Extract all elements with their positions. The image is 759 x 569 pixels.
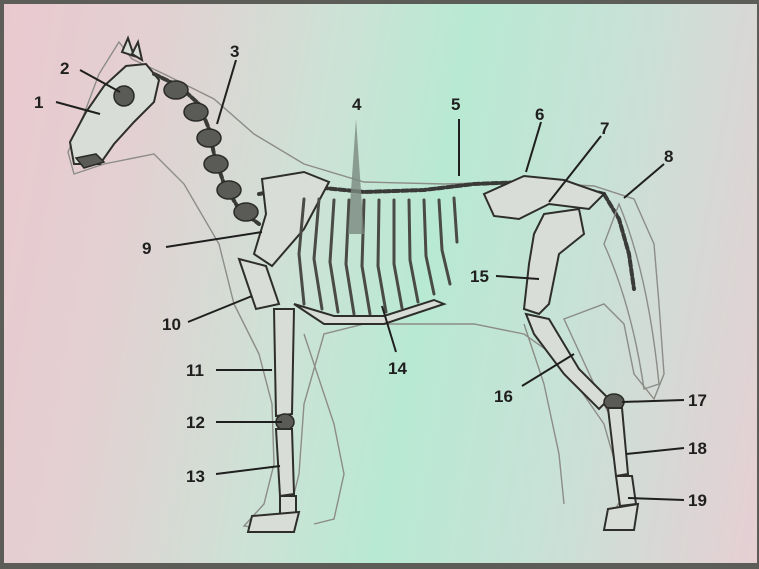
horse-skeleton-diagram: 1 2 3 4 5 6 7 8 9 10 11 12 13 14 15 16 1… (4, 4, 759, 569)
cervical-vertebrae (154, 74, 259, 224)
label-2: 2 (60, 59, 69, 78)
label-15: 15 (470, 267, 489, 286)
label-3: 3 (230, 42, 239, 61)
skull (70, 38, 159, 168)
label-10: 10 (162, 315, 181, 334)
label-14: 14 (388, 359, 407, 378)
label-13: 13 (186, 467, 205, 486)
label-16: 16 (494, 387, 513, 406)
label-12: 12 (186, 413, 205, 432)
pointer-wedge (348, 119, 364, 234)
label-11: 11 (186, 361, 204, 380)
label-8: 8 (664, 147, 673, 166)
ribcage (294, 198, 457, 324)
label-18: 18 (688, 439, 707, 458)
femur (524, 209, 584, 314)
hind-leg-bones (526, 314, 638, 530)
label-9: 9 (142, 239, 151, 258)
leader-lines (56, 60, 684, 500)
label-1: 1 (34, 93, 43, 112)
label-7: 7 (600, 119, 609, 138)
label-4: 4 (352, 95, 362, 114)
label-6: 6 (535, 105, 544, 124)
label-5: 5 (451, 95, 460, 114)
fore-leg-bones (239, 259, 299, 532)
label-17: 17 (688, 391, 707, 410)
label-19: 19 (688, 491, 707, 510)
